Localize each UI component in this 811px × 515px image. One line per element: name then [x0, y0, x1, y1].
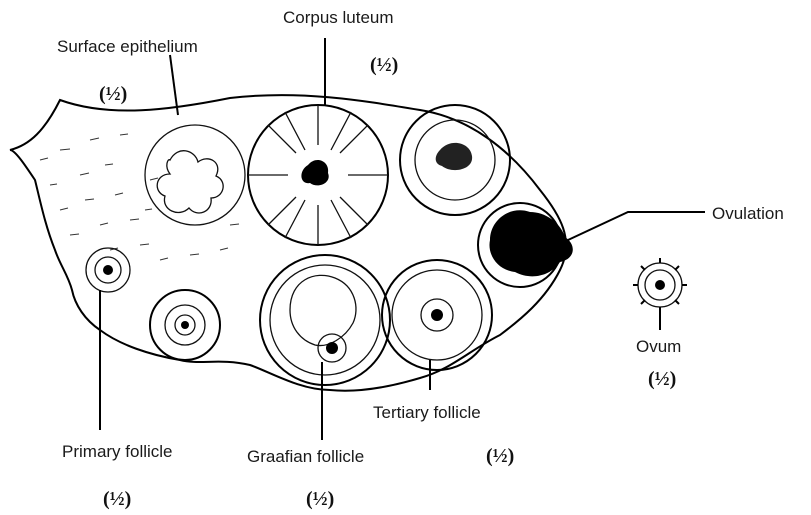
leader-surface-epithelium	[170, 55, 178, 115]
secondary-follicle	[150, 290, 220, 360]
corpus-albicans	[145, 125, 245, 225]
mark-tertiary-follicle: (½)	[486, 445, 514, 467]
stroma-texture	[40, 134, 239, 260]
mark-primary-follicle: (½)	[103, 488, 131, 510]
label-primary-follicle: Primary follicle	[62, 442, 173, 461]
mark-graafian-follicle: (½)	[306, 488, 334, 510]
label-ovulation: Ovulation	[712, 204, 784, 223]
graafian-follicle	[260, 255, 390, 385]
tertiary-follicle	[382, 260, 492, 370]
leader-lines	[100, 38, 705, 440]
primary-follicle	[86, 248, 130, 292]
mark-corpus-luteum: (½)	[370, 54, 398, 76]
label-ovum: Ovum	[636, 337, 681, 356]
label-corpus-luteum: Corpus luteum	[283, 8, 394, 27]
mark-ovum: (½)	[648, 368, 676, 390]
leader-ovulation	[568, 212, 705, 240]
label-tertiary-follicle: Tertiary follicle	[373, 403, 481, 422]
ovum	[633, 258, 687, 312]
label-surface-epithelium: Surface epithelium	[57, 37, 198, 56]
label-graafian-follicle: Graafian follicle	[247, 447, 364, 466]
developing-corpus-luteum	[400, 105, 510, 215]
corpus-luteum	[248, 105, 388, 245]
mark-surface-epithelium: (½)	[99, 83, 127, 105]
